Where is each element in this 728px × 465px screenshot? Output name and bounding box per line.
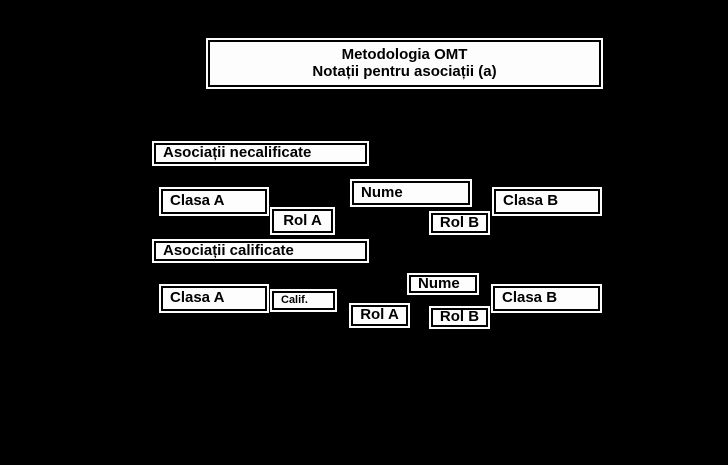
section-label-unqualified-associations: Asociații necalificate xyxy=(154,143,367,164)
slide-title-box: Metodologia OMT Notații pentru asociații… xyxy=(208,40,601,87)
unqualified-class-b-box: Clasa B xyxy=(494,189,600,214)
slide-title-line1: Metodologia OMT xyxy=(341,46,468,63)
qualifier-box: Calif. xyxy=(272,291,335,310)
qualified-role-b-box: Rol B xyxy=(431,308,488,327)
unqualified-role-a-box: Rol A xyxy=(272,209,333,233)
unqualified-role-b-box: Rol B xyxy=(431,213,488,233)
qualified-class-b-box: Clasa B xyxy=(493,286,600,311)
qualified-class-a-box: Clasa A xyxy=(161,286,267,311)
unqualified-association-name-box: Nume xyxy=(352,181,470,205)
slide-title-line2: Notații pentru asociații (a) xyxy=(312,62,497,80)
qualified-role-a-box: Rol A xyxy=(351,305,408,326)
qualified-association-name-box: Nume xyxy=(409,275,477,293)
section-label-qualified-associations: Asociații calificate xyxy=(154,241,367,261)
unqualified-class-a-box: Clasa A xyxy=(161,189,267,214)
